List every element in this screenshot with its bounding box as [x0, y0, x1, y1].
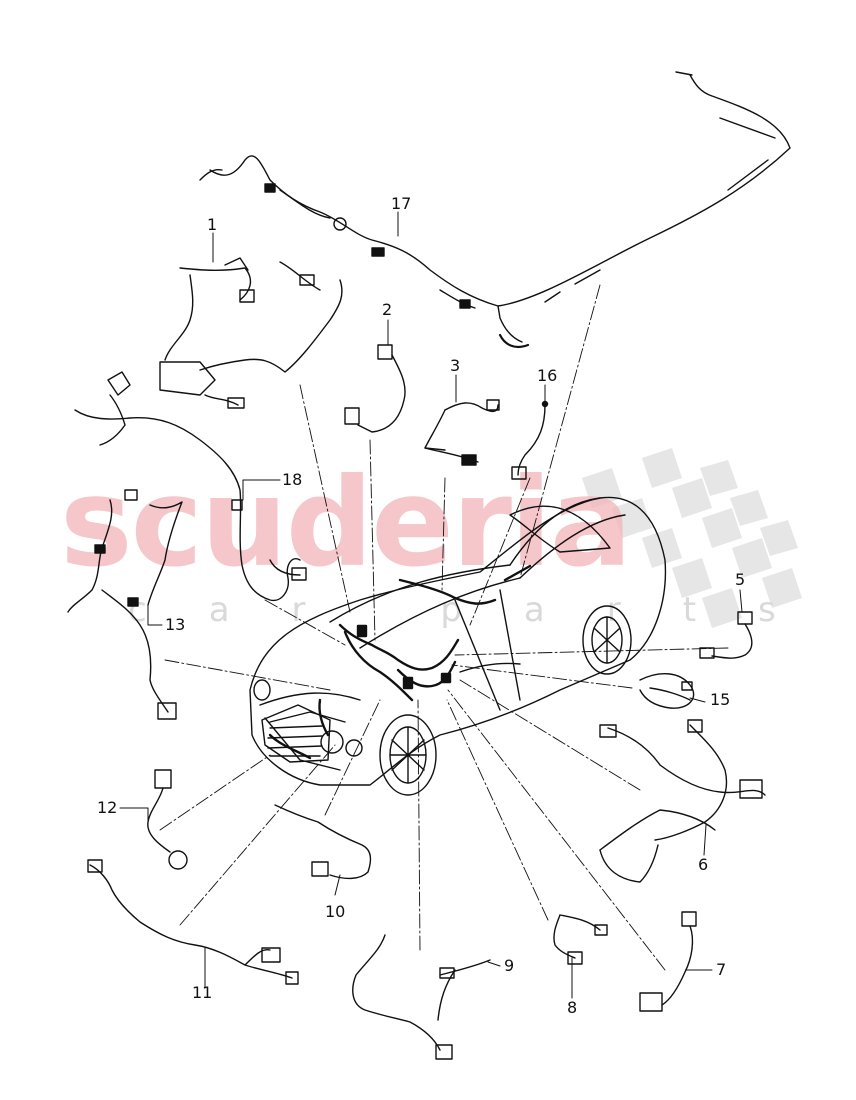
harness-10: [274, 804, 372, 880]
callout-18[interactable]: 18: [282, 470, 303, 489]
harness-18: [74, 371, 307, 602]
harness-7: [639, 911, 697, 1012]
harness-1: [159, 257, 343, 409]
leader-lines: [159, 284, 729, 971]
harness-3: [424, 399, 500, 466]
callout-11[interactable]: 11: [192, 983, 213, 1002]
callout-13[interactable]: 13: [165, 615, 186, 634]
harness-6: [599, 719, 766, 883]
harness-17: [199, 71, 791, 349]
callout-3[interactable]: 3: [450, 356, 461, 375]
in-car-harness: [268, 564, 532, 760]
callout-9[interactable]: 9: [504, 956, 515, 975]
car-outline: [249, 496, 667, 796]
harness-2: [344, 344, 406, 433]
harness-12: [147, 769, 188, 870]
callout-7[interactable]: 7: [716, 960, 727, 979]
callout-2[interactable]: 2: [382, 300, 393, 319]
callout-5[interactable]: 5: [735, 570, 746, 589]
harness-13: [67, 489, 183, 720]
harness-8: [553, 914, 608, 965]
harness-5: [699, 611, 753, 659]
callout-8[interactable]: 8: [567, 998, 578, 1017]
callout-12[interactable]: 12: [97, 798, 118, 817]
harness-16: [511, 400, 549, 480]
callout-1[interactable]: 1: [207, 215, 218, 234]
watermark-brand: scuderia: [60, 452, 632, 594]
callout-6[interactable]: 6: [698, 855, 709, 874]
callout-17[interactable]: 17: [391, 194, 412, 213]
callout-ticks: [119, 211, 743, 999]
harness-15: [639, 673, 695, 709]
callout-16[interactable]: 16: [537, 366, 558, 385]
callout-10[interactable]: 10: [325, 902, 346, 921]
harness-9: [352, 934, 491, 1060]
callout-15[interactable]: 15: [710, 690, 731, 709]
harness-11: [87, 859, 299, 985]
